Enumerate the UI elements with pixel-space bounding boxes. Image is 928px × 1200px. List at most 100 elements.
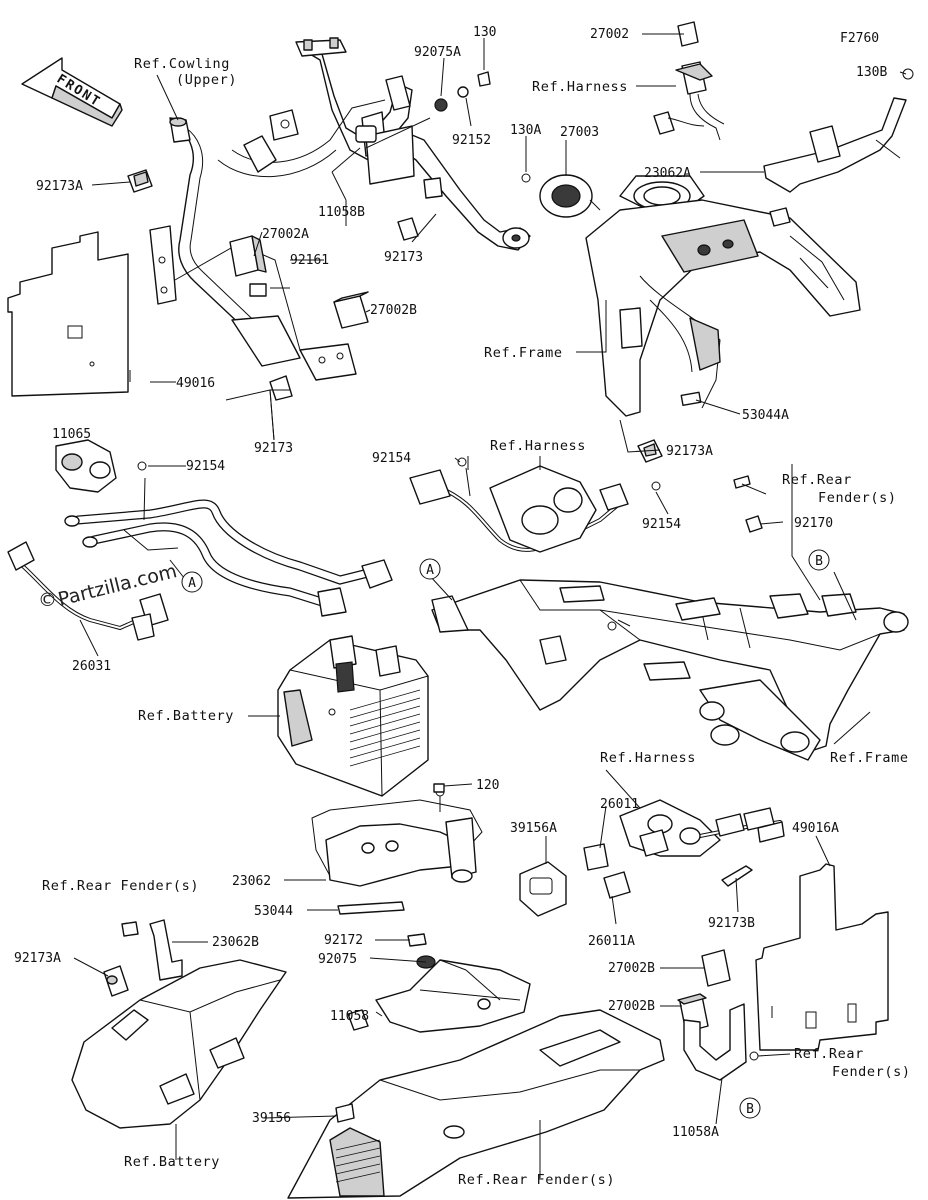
callout-B1: B xyxy=(808,549,830,571)
part-label: 39156 xyxy=(252,1111,291,1126)
clamp-92173-drawing xyxy=(269,217,419,401)
ref-battery-bottom: Ref.Battery xyxy=(124,1154,220,1170)
cover-49016A-drawing xyxy=(755,863,889,1051)
part-label: 11058A xyxy=(672,1125,719,1140)
connector-26011-drawing xyxy=(583,843,631,899)
ref-rear-fender-top: Ref.Rear xyxy=(782,472,852,488)
part-label: 27003 xyxy=(560,125,599,140)
battery-cable-drawing xyxy=(7,499,393,641)
part-label: 27002B xyxy=(370,303,417,318)
part-label: 53044 xyxy=(254,904,293,919)
part-label: 27002B xyxy=(608,999,655,1014)
part-label: 92173 xyxy=(254,441,293,456)
part-label: 39156A xyxy=(510,821,557,836)
part-label: 11058B xyxy=(318,205,365,220)
part-label: 92173A xyxy=(36,179,83,194)
ref-rear-fender-bottom: Ref.Rear Fender(s) xyxy=(458,1172,615,1188)
bracket-23062-drawing xyxy=(311,787,483,887)
ref-harness-low: Ref.Harness xyxy=(600,750,696,766)
ref-rear-fender-low: Ref.Rear xyxy=(794,1046,864,1062)
ref-frame-top: Ref.Frame xyxy=(484,345,563,361)
part-label: 26011A xyxy=(588,934,635,949)
part-label: 92173A xyxy=(666,444,713,459)
part-label: 27002A xyxy=(262,227,309,242)
ref-rear-fender-low-left: Ref.Rear Fender(s) xyxy=(42,878,199,894)
cover-49016-drawing xyxy=(7,231,131,397)
part-label: 23062B xyxy=(212,935,259,950)
part-label: 130 xyxy=(473,25,496,40)
part-label: 26031 xyxy=(72,659,111,674)
reference-labels: Ref.Cowling (Upper) Ref.Harness Ref.Fram… xyxy=(42,56,911,1188)
relay-27002B-low-drawing xyxy=(677,949,731,1033)
harness-mid-drawing xyxy=(409,457,661,553)
rear-fender-drawing xyxy=(287,1009,665,1199)
callout-A1: A xyxy=(181,571,203,593)
part-label: 53044A xyxy=(742,408,789,423)
part-label: 120 xyxy=(476,778,499,793)
part-label: 49016A xyxy=(792,821,839,836)
washer-92170-drawing xyxy=(733,475,763,533)
figure-code: F2760 xyxy=(840,31,879,46)
clamp-92173A-low-drawing xyxy=(103,965,129,997)
main-frame-front-drawing xyxy=(585,175,861,417)
grommet-92161-drawing xyxy=(249,283,267,297)
bolt-120-drawing xyxy=(433,783,445,793)
leader-lines xyxy=(73,33,907,1178)
clamp-92173B-drawing xyxy=(721,865,753,887)
part-label: 92075A xyxy=(414,45,461,60)
svg-text:A: A xyxy=(188,576,196,591)
svg-text:A: A xyxy=(426,563,434,578)
bracket-23062A-drawing xyxy=(763,68,914,193)
part-label: 23062 xyxy=(232,874,271,889)
ref-cowling-upper-2: (Upper) xyxy=(176,72,237,88)
pad-39156-drawing xyxy=(335,1103,355,1123)
part-label: 92152 xyxy=(452,133,491,148)
part-label: 92161 xyxy=(290,253,329,268)
ref-harness-mid: Ref.Harness xyxy=(490,438,586,454)
part-label: 130B xyxy=(856,65,887,80)
part-label: 92154 xyxy=(186,459,225,474)
bracket-11058-drawing xyxy=(375,959,531,1033)
part-label: 92170 xyxy=(794,516,833,531)
screw-92172-drawing xyxy=(407,933,427,947)
part-label: 92154 xyxy=(642,517,681,532)
part-number-labels: 92075A 130 27002 130B 92152 130A 27003 9… xyxy=(14,25,887,1140)
bracket-23062B-drawing xyxy=(121,919,183,981)
callout-B2: B xyxy=(739,1097,761,1119)
part-label: 23062A xyxy=(644,166,691,181)
socket-27003-drawing xyxy=(521,173,601,218)
cowling-stay-drawing xyxy=(149,37,531,381)
ref-rear-fender-low-2: Fender(s) xyxy=(832,1064,911,1080)
bracket-39156A-drawing xyxy=(519,861,567,917)
battery-cover-drawing xyxy=(71,959,287,1129)
part-label: 49016 xyxy=(176,376,215,391)
part-label: 92172 xyxy=(324,933,363,948)
relay-11065-drawing xyxy=(55,439,147,493)
part-label: 92075 xyxy=(318,952,357,967)
callout-A2: A xyxy=(419,558,441,580)
svg-text:B: B xyxy=(815,554,823,569)
harness-low-drawing xyxy=(619,799,785,857)
relay-27002A-drawing xyxy=(229,235,267,277)
ref-harness-top: Ref.Harness xyxy=(532,79,628,95)
part-label: 11058 xyxy=(330,1009,369,1024)
collar-92075A-drawing xyxy=(434,71,491,112)
relay-27002-drawing xyxy=(653,21,725,141)
watermark-symbol: © xyxy=(38,589,57,611)
part-label: 26011 xyxy=(600,797,639,812)
ref-battery-mid: Ref.Battery xyxy=(138,708,234,724)
ref-cowling-upper: Ref.Cowling xyxy=(134,56,230,72)
pin-53044-drawing xyxy=(337,901,405,915)
part-label: 92173B xyxy=(708,916,755,931)
ref-frame-mid: Ref.Frame xyxy=(830,750,909,766)
ref-rear-fender-top-2: Fender(s) xyxy=(818,490,897,506)
part-label: 92154 xyxy=(372,451,411,466)
part-label: 27002B xyxy=(608,961,655,976)
front-arrow-icon: FRONT xyxy=(21,57,123,127)
clamp-92173A-drawing xyxy=(127,169,153,193)
main-frame-rear-drawing xyxy=(431,579,909,761)
part-label: 92173 xyxy=(384,250,423,265)
part-label: 130A xyxy=(510,123,541,138)
relay-27002B-drawing xyxy=(333,291,369,329)
